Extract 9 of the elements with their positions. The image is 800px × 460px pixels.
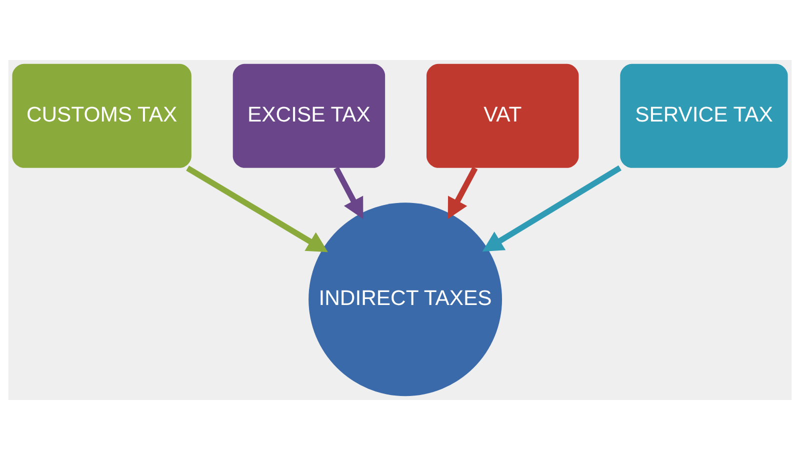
node-box: EXCISE TAX [232,64,386,168]
node-circle: INDIRECT TAXES [308,202,502,396]
arrow [186,166,328,252]
node-box: VAT [426,64,579,168]
node-box: SERVICE TAX [620,64,788,168]
arrow [334,166,364,220]
node-box: CUSTOMS TAX [12,64,192,168]
arrow [448,166,478,220]
arrow [482,165,622,252]
